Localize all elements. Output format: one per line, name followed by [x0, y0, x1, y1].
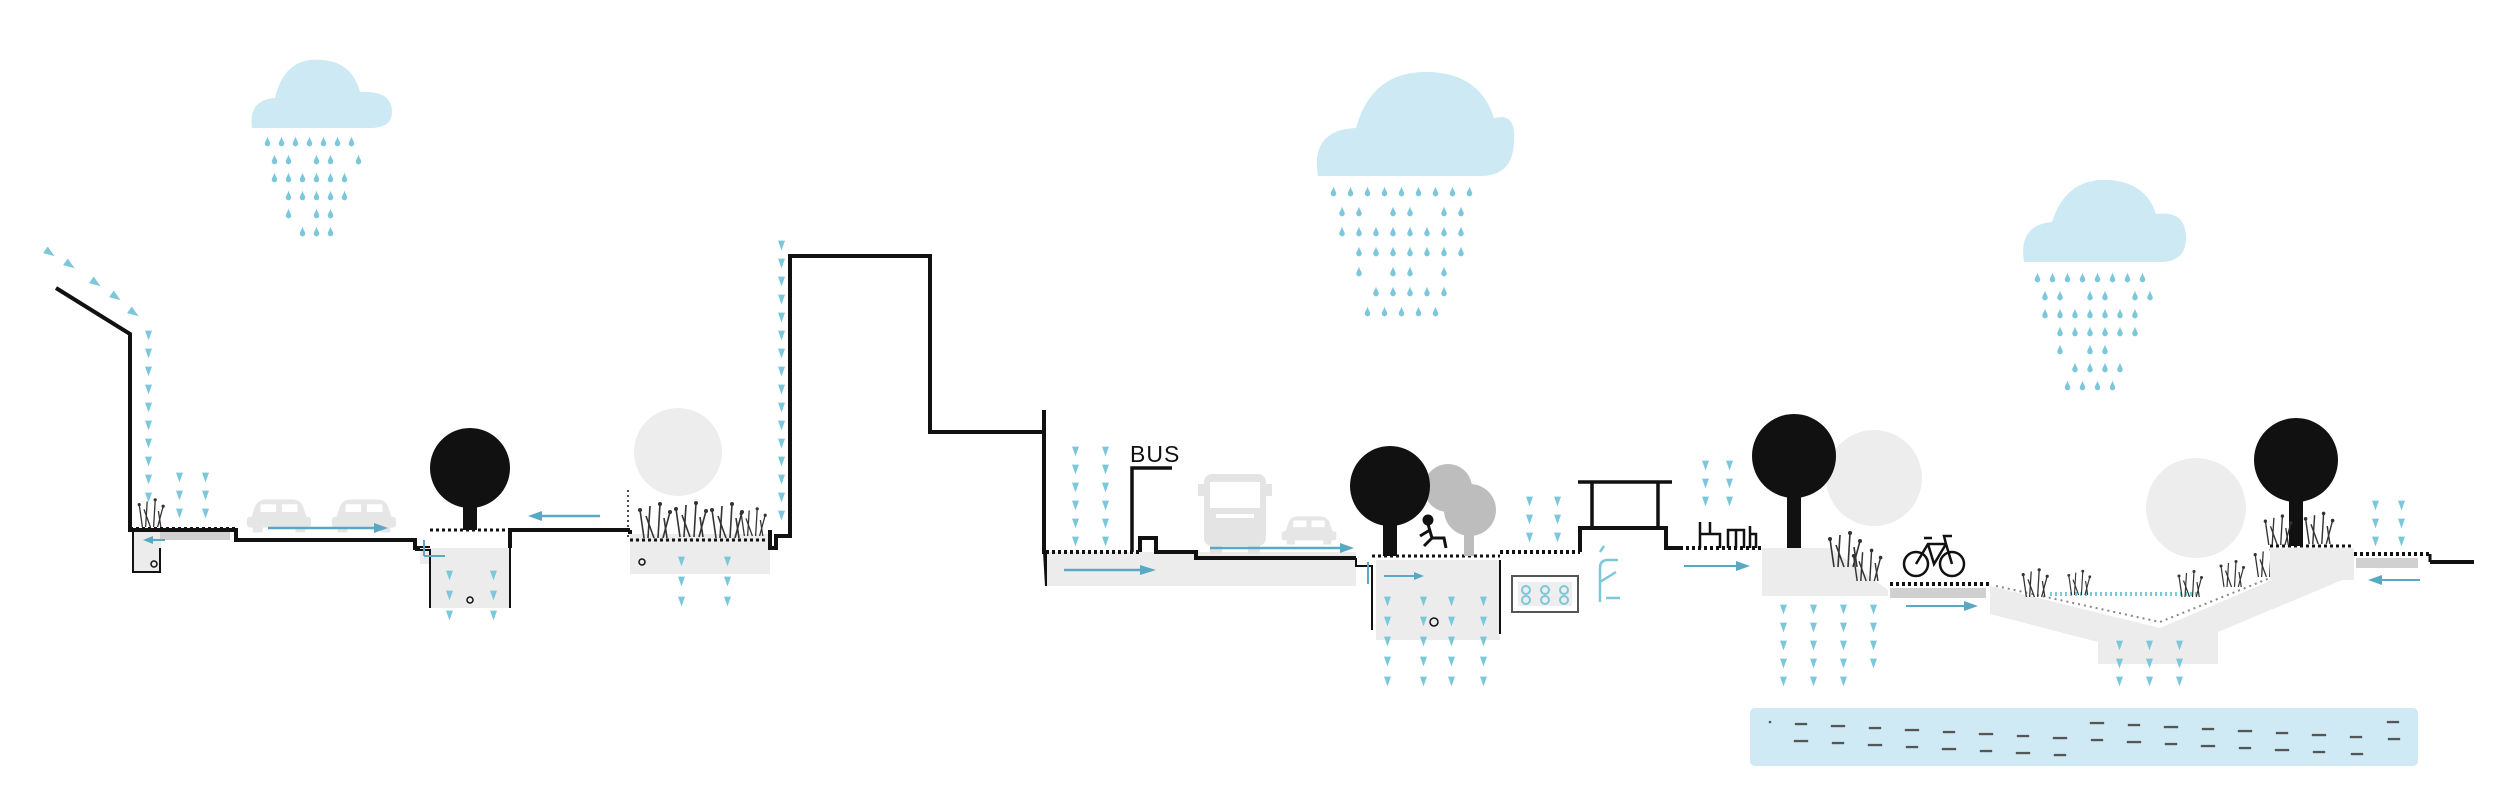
- rain-drop-icon: [264, 136, 362, 237]
- flow-arrow-icon: [2368, 575, 2420, 585]
- reed-plant-icon: [673, 500, 709, 538]
- cloud-icon: [2023, 179, 2186, 262]
- tree-icon: [430, 428, 510, 530]
- groundwater-aquifer: [1750, 708, 2418, 766]
- flow-arrow-icon: [1064, 543, 1354, 575]
- rain-drop-icon: [2034, 272, 2153, 391]
- water-pump-icon: [1598, 545, 1620, 602]
- reed-plant-icon: [2302, 510, 2336, 545]
- storage-tank-icon: [1511, 575, 1579, 613]
- tree-icon: [1752, 414, 1836, 548]
- cloud-icon: [1316, 71, 1515, 176]
- tree-icon: [2146, 458, 2246, 558]
- person-icon: [1419, 514, 1448, 549]
- car-icon: [1281, 516, 1337, 545]
- bicycle-icon: [1902, 534, 1966, 578]
- cloud-icon: [251, 59, 392, 128]
- flow-arrow-icon: [143, 523, 388, 544]
- tree-icon: [1350, 446, 1430, 556]
- reed-plant-icon: [2066, 569, 2092, 596]
- tree-icon: [2254, 418, 2338, 546]
- bench-icon: [1698, 522, 1758, 548]
- reed-plant-icon: [2262, 513, 2294, 546]
- tree-icon: [634, 408, 722, 496]
- tree-icon: [1826, 430, 1922, 526]
- rain-drop-icon: [1330, 186, 1473, 317]
- section-bus-street: BUS: [1042, 432, 1680, 687]
- bus-stop-label: BUS: [1130, 441, 1180, 467]
- reed-plant-icon: [709, 501, 745, 539]
- flow-arrow-icon: [1384, 572, 1424, 580]
- flow-arrow-icon: [528, 511, 600, 521]
- reed-plant-icon: [136, 497, 166, 528]
- reed-plant-icon: [2218, 559, 2246, 588]
- pergola-icon: [1578, 480, 1672, 528]
- flow-arrow-icon: [1684, 561, 1750, 571]
- section-park: [1680, 414, 2474, 766]
- reed-plant-icon: [2020, 567, 2050, 598]
- flow-arrow-icon: [1906, 601, 1978, 611]
- section-left-street: [43, 240, 1046, 621]
- tree-icon: [1424, 464, 1496, 556]
- reed-plant-icon: [637, 501, 673, 539]
- bus-icon: [1198, 474, 1272, 554]
